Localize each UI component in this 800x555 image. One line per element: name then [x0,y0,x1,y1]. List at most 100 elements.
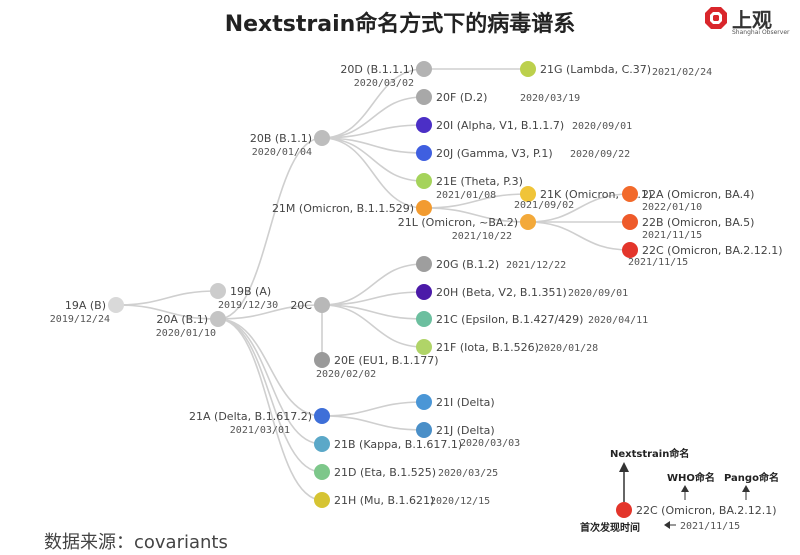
legend-arrowhead-who [681,485,689,492]
node-label-21I: 21I (Delta) [436,396,495,409]
node-date-21A: 2021/03/01 [230,425,290,436]
legend-example-label: 22C (Omicron, BA.2.12.1) [636,504,777,517]
node-date-21F: 2020/01/28 [538,343,598,354]
edge-20A-20C [217,304,323,320]
node-21M: 21M (Omicron, B.1.1.529) [272,200,432,216]
node-dot-21C [416,311,432,327]
node-label-20J: 20J (Gamma, V3, P.1) [436,147,553,160]
node-date-20G: 2021/12/22 [506,260,566,271]
node-label-21B: 21B (Kappa, B.1.617.1) [334,438,462,451]
node-label-21J: 21J (Delta) [436,424,495,437]
node-dot-21B [314,436,330,452]
node-date-20J: 2020/09/22 [570,149,630,160]
node-21G: 21G (Lambda, C.37)2021/02/24 [520,61,712,78]
node-dot-21D [314,464,330,480]
node-dot-19A [108,297,124,313]
node-21I: 21I (Delta) [416,394,495,410]
node-date-21D: 2020/03/25 [438,468,498,479]
node-date-20A: 2020/01/10 [156,328,216,339]
node-label-21A: 21A (Delta, B.1.617.2) [189,410,312,423]
node-dot-20C [314,297,330,313]
legend-arrowhead-date [664,521,670,529]
legend: Nextstrain命名 WHO命名 Pango命名 22C (Omicron,… [580,447,779,534]
edge-21A-21J [321,415,425,431]
node-label-20A: 20A (B.1) [156,313,208,326]
node-22B: 22B (Omicron, BA.5)2021/11/15 [622,214,754,241]
node-20H: 20H (Beta, V2, B.1.351)2020/09/01 [416,284,628,300]
node-label-21D: 21D (Eta, B.1.525) [334,466,436,479]
edge-19A-19B [115,290,219,306]
node-dot-22B [622,214,638,230]
edge-21M-21L [423,207,529,223]
node-date-20D: 2020/03/02 [354,78,414,89]
node-21L: 21L (Omicron, ~BA.2)2021/10/22 [398,214,536,242]
node-20F: 20F (D.2) 2020/03/19 [416,89,580,105]
node-22A: 22A (Omicron, BA.4)2022/01/10 [622,186,754,213]
node-date-20B: 2020/01/04 [252,147,312,158]
logo-subtitle: Shanghai Observer [732,29,790,36]
node-20A: 20A (B.1) 2020/01/10 [156,311,226,339]
chart-title: Nextstrain命名方式下的病毒谱系 [224,12,576,37]
node-dot-21K [520,186,536,202]
node-date-21G: 2021/02/24 [652,67,712,78]
node-dot-19B [210,283,226,299]
edge-20A-21A [217,318,323,417]
node-label-20C: 20C [290,299,312,312]
legend-pango-label: Pango命名 [724,471,779,484]
logo-mark-icon [705,7,727,29]
node-date-21J: 2020/03/03 [460,438,520,449]
legend-arrowhead-pango [742,485,750,492]
node-21A: 21A (Delta, B.1.617.2) 2021/03/01 [189,408,330,436]
node-dot-20J [416,145,432,161]
node-label-20F: 20F (D.2) [436,91,487,104]
node-dot-21F [416,339,432,355]
node-21F: 21F (Iota, B.1.526)2020/01/28 [416,339,598,355]
edge-20B-20J [321,137,425,154]
edge-20C-20H [321,291,425,306]
node-dot-20I [416,117,432,133]
edge-20A-21B [217,318,323,445]
node-label-19B: 19B (A) [230,285,271,298]
node-date-21E: 2021/01/08 [436,190,496,201]
node-dot-20A [210,311,226,327]
node-date-20I: 2020/09/01 [572,121,632,132]
edge-20C-20G [321,263,425,306]
node-label-21M: 21M (Omicron, B.1.1.529) [272,202,414,215]
edge-19A-20A [115,304,219,320]
node-dot-22C [622,242,638,258]
edge-20B-21E [321,137,425,182]
edge-20C-21C [321,304,425,320]
node-label-20E: 20E (EU1, B.1.177) [334,354,439,367]
shanghai-observer-logo: 上观 Shanghai Observer [704,4,794,40]
node-label-21G: 21G (Lambda, C.37) [540,63,651,76]
node-20J: 20J (Gamma, V3, P.1) 2020/09/22 [416,145,630,161]
node-label-21L: 21L (Omicron, ~BA.2) [398,216,518,229]
node-20E: 20E (EU1, B.1.177)2020/02/02 [314,352,439,380]
node-20D: 20D (B.1.1.1)2020/03/02 [340,61,432,89]
node-dot-20H [416,284,432,300]
node-date-20F: 2020/03/19 [520,93,580,104]
node-dot-21H [314,492,330,508]
node-date-22A: 2022/01/10 [642,202,702,213]
node-date-21H: 2020/12/15 [430,496,490,507]
node-21D: 21D (Eta, B.1.525)2020/03/25 [314,464,498,480]
node-dot-21M [416,200,432,216]
edge-21L-22C [527,221,631,251]
edge-20A-20B [217,137,323,320]
node-dot-22A [622,186,638,202]
node-label-20B: 20B (B.1.1) [250,132,312,145]
node-dot-21G [520,61,536,77]
legend-example-date: 2021/11/15 [680,521,740,532]
node-date-21K: 2021/09/02 [514,200,574,211]
node-dot-20E [314,352,330,368]
node-dot-21L [520,214,536,230]
node-date-19B: 2019/12/30 [218,300,278,311]
node-21E: 21E (Theta, P.3)2021/01/08 [416,173,523,201]
edge-20B-20F [321,96,425,139]
node-19B: 19B (A) 2019/12/30 [210,283,278,311]
node-21H: 21H (Mu, B.1.621)2020/12/15 [314,492,490,508]
node-dot-20F [416,89,432,105]
node-20B: 20B (B.1.1) 2020/01/04 [250,130,330,158]
tree-edges [115,68,631,501]
